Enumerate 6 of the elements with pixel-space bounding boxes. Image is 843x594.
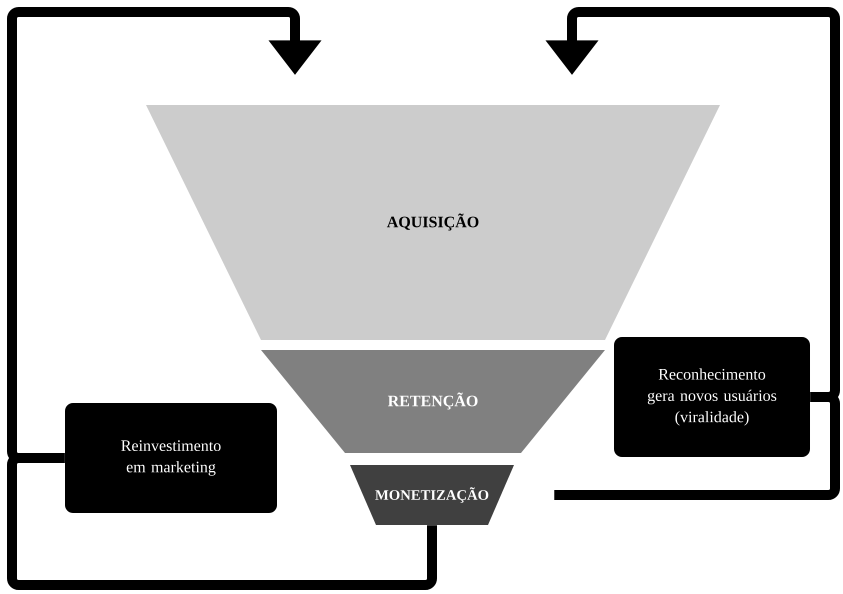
arrow xyxy=(7,7,322,463)
funnel-section: AQUISIÇÃO xyxy=(146,105,720,340)
text-box: Reconhecimento gera novos usuários (viralidade) xyxy=(614,337,810,457)
funnel-section: RETENÇÃO xyxy=(261,350,605,453)
funnel-section: MONETIZAÇÃO xyxy=(350,465,514,525)
text-box: Reinvestimento em marketing xyxy=(65,403,277,513)
